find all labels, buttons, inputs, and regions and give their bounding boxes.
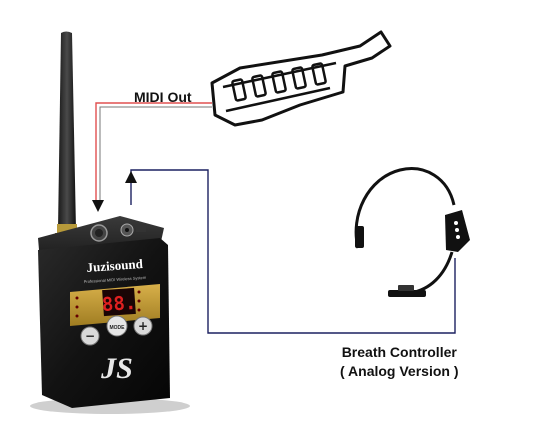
svg-text:MODE: MODE [110, 325, 126, 331]
midi-out-label: MIDI Out [134, 89, 192, 105]
keytar-icon [210, 30, 392, 127]
headset-breath-controller-icon [354, 167, 470, 297]
mode-button[interactable]: MODE [106, 315, 128, 337]
plus-button[interactable]: + [133, 316, 153, 336]
breath-controller-cable [125, 169, 456, 334]
breath-controller-title: Breath Controller [341, 344, 457, 360]
midi-out-cable [92, 102, 212, 212]
svg-text:−: − [85, 329, 95, 343]
minus-button[interactable]: − [80, 326, 100, 346]
seven-segment-display: 88. [101, 292, 137, 316]
breath-controller-subtitle: ( Analog Version ) [340, 363, 459, 379]
juzisound-device: Juzisound Professional MIDI Wireless Sys… [30, 31, 190, 414]
js-logo: JS [100, 352, 133, 385]
led-indicators [75, 290, 141, 318]
antenna-icon [55, 31, 79, 239]
top-ports [90, 223, 146, 242]
svg-text:+: + [138, 319, 148, 333]
breath-controller-label: Breath Controller ( Analog Version ) [340, 343, 459, 381]
brand-text: Juzisound [86, 256, 144, 275]
brand-subtitle: Professional MIDI Wireless System [84, 275, 147, 284]
